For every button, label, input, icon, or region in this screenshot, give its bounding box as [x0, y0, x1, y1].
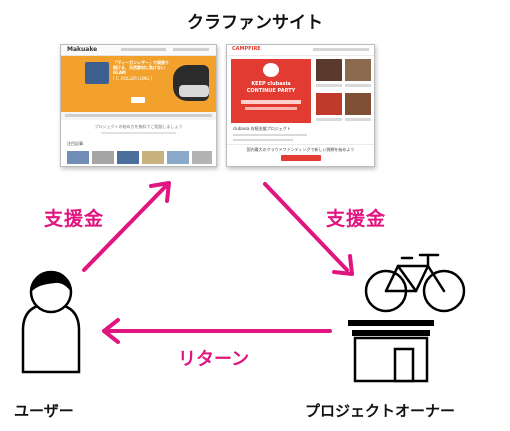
banner-line1-right: KEEP clubasia: [251, 81, 291, 87]
footer-text-right: 国内最大のクラウドファンディングで新しい挑戦を始めよう: [246, 147, 355, 152]
arrow-user-to-site: [82, 181, 171, 272]
node-label-user: ユーザー: [14, 402, 74, 420]
site-thumbnail-left: Makuake 「ヴィーガンレザー」で頑張り続ける、天然素材に負けない GLAM…: [60, 44, 217, 167]
cta-button-right: [281, 155, 321, 161]
section-title-left: 注目記事: [67, 141, 83, 146]
hero-sub-left: [ C .ROLLER LONG ]: [113, 76, 153, 81]
bicycle-icon: [364, 253, 466, 313]
edge-label-user-to-site: 支援金: [44, 208, 105, 230]
edge-label-owner-to-user: リターン: [178, 349, 250, 370]
banner-line2-right: CONTINUE PARTY: [246, 88, 296, 94]
mid-text-left: プロジェクトの始め方を無料でご相談しましょう: [94, 124, 183, 129]
project-title-right: clubasia 存続支援プロジェクト: [233, 126, 291, 131]
shop-icon: [348, 320, 434, 383]
arrow-owner-to-user: [102, 318, 332, 344]
site-logo-left: Makuake: [67, 46, 98, 53]
person-icon: [21, 270, 81, 374]
site-logo-right: CAMPFIRE: [232, 46, 261, 52]
node-label-owner: プロジェクトオーナー: [305, 402, 456, 420]
edge-label-site-to-owner: 支援金: [326, 208, 387, 230]
diagram-title: クラファンサイト: [187, 13, 323, 33]
arrow-site-to-owner: [263, 182, 354, 276]
site-thumbnail-right: CAMPFIRE KEEP clubasia CONTINUE PARTY cl…: [226, 44, 375, 167]
hero-text-left: 「ヴィーガンレザー」で頑張り続ける、天然素材に負けない GLAM: [113, 60, 169, 75]
